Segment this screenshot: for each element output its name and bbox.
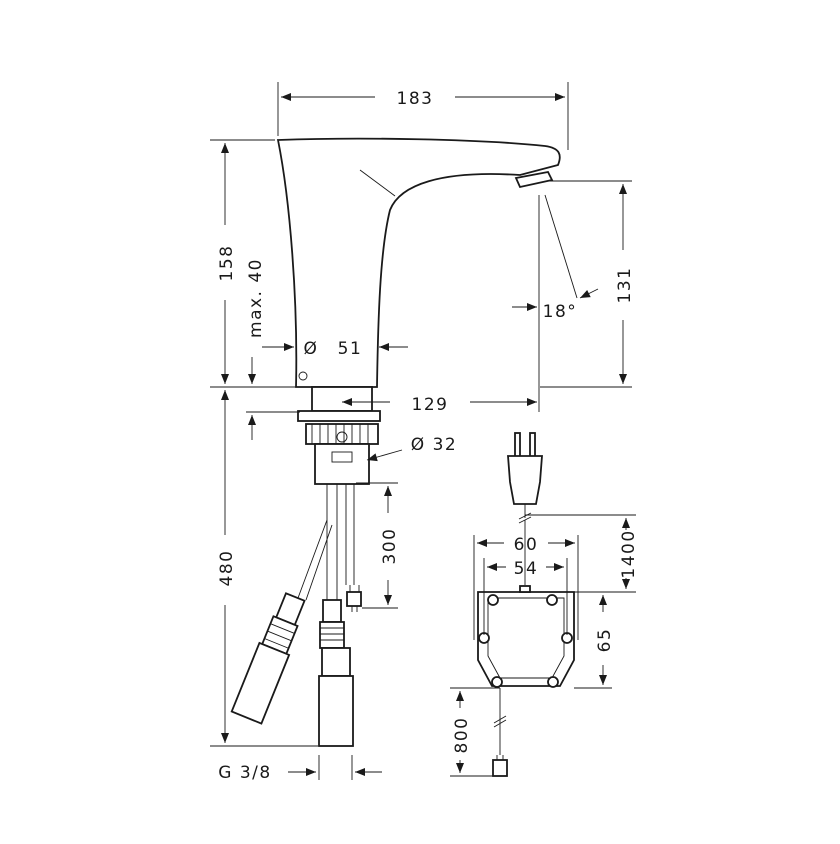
dim-183-label: 183 — [397, 89, 434, 109]
dim-g-3-8: G 3/8 — [218, 755, 382, 783]
dim-158-label: 158 — [217, 245, 237, 282]
straight-hose — [318, 599, 354, 747]
dim-51: Ø 51 — [262, 339, 408, 359]
dim-480: 480 — [210, 386, 318, 747]
dim-800-label: 800 — [452, 717, 472, 754]
dim-18-label: 18° — [543, 302, 578, 322]
dim-480-label: 480 — [217, 550, 237, 587]
dim-60: 60 — [473, 535, 579, 640]
dim-183: 183 — [277, 82, 569, 150]
faucet-body — [276, 137, 561, 388]
dim-1400-label: 1400 — [619, 529, 639, 578]
dim-65: 65 — [574, 595, 615, 689]
faucet-mounting — [297, 386, 381, 600]
dim-32: Ø 32 — [366, 435, 457, 462]
dim-32-label: Ø 32 — [411, 435, 457, 455]
dim-max-40-label: max. 40 — [246, 258, 266, 338]
dim-g-3-8-label: G 3/8 — [218, 763, 271, 783]
dim-51-symbol: Ø — [304, 339, 319, 359]
angled-hose — [230, 519, 333, 725]
dim-51-label: 51 — [338, 339, 363, 359]
dim-1400: 1400 — [525, 514, 639, 593]
control-box — [477, 585, 575, 704]
dim-131: 131 — [540, 180, 635, 388]
dim-129-label: 129 — [412, 395, 449, 415]
dim-131-label: 131 — [615, 267, 635, 304]
sensor-cable — [492, 704, 508, 777]
dim-300-label: 300 — [380, 528, 400, 565]
faucet-cable-plug — [346, 585, 362, 612]
dim-800: 800 — [450, 687, 500, 777]
dim-129: 129 — [342, 395, 537, 415]
dim-54-label: 54 — [514, 559, 539, 579]
dim-65-label: 65 — [595, 628, 615, 653]
dim-60-label: 60 — [514, 535, 539, 555]
dim-18-degrees: 18° — [512, 194, 599, 412]
power-plug — [507, 432, 543, 585]
dim-max-40: max. 40 — [246, 258, 300, 440]
dim-300: 300 — [356, 482, 400, 609]
dim-54: 54 — [483, 558, 568, 635]
